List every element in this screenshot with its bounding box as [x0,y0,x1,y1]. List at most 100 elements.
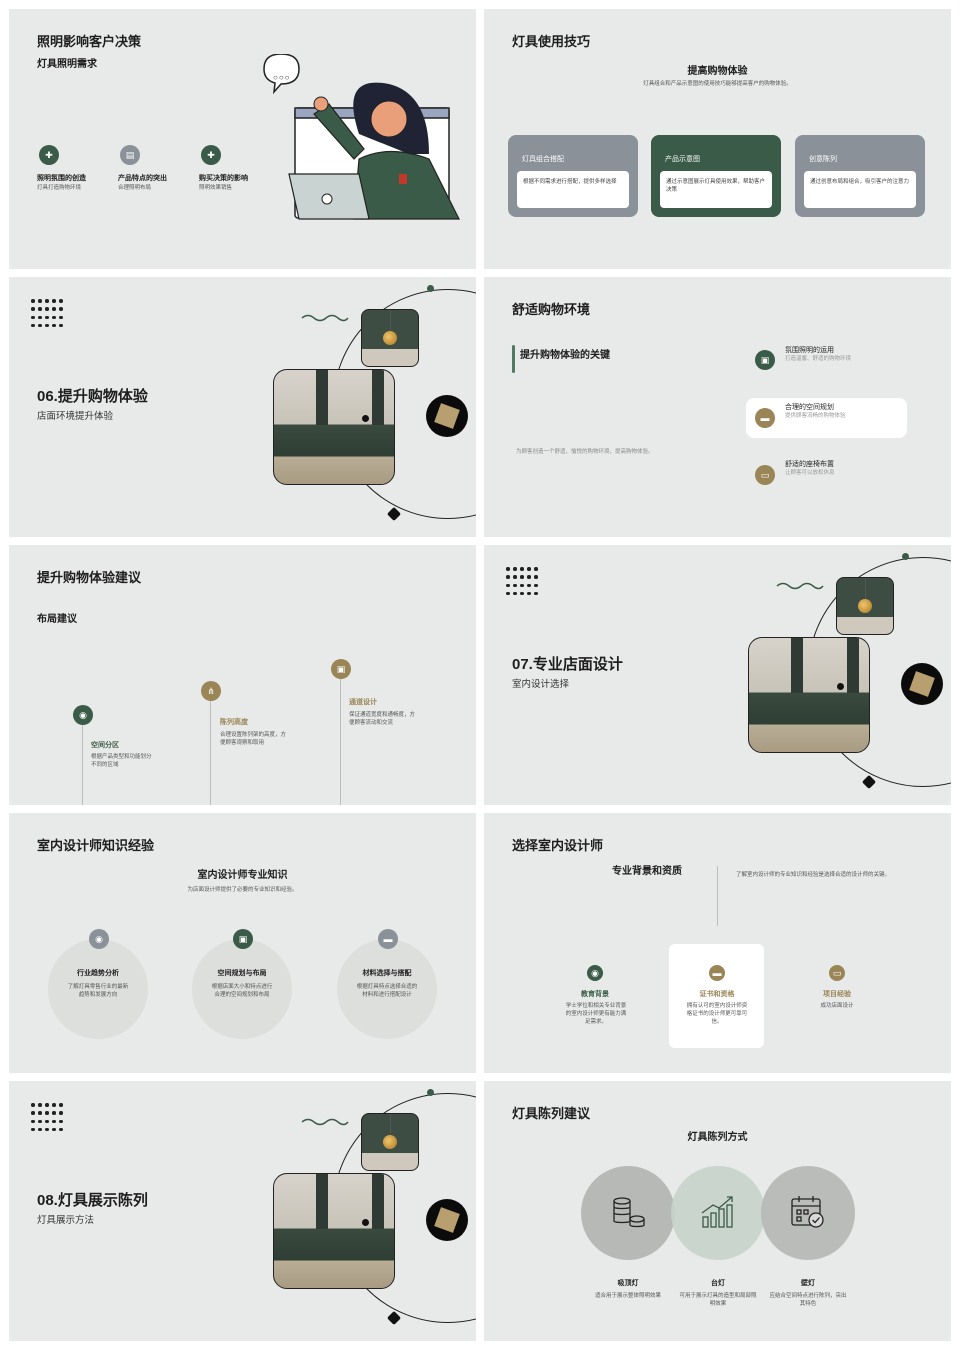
location-icon: ◉ [73,705,93,725]
item-title: 空间规划与布局 [217,970,267,977]
item-title: 项目经验 [823,991,851,998]
item-title: 舒适的座椅布置 [785,461,834,468]
card-title: 创意陈列 [809,156,837,163]
section-subtitle: 店面环境提升体验 [37,411,114,422]
dot-grid-decoration [506,567,538,597]
dot-grid-decoration [31,1103,63,1133]
circle-card [337,939,437,1039]
decor-dot [901,663,943,705]
section-heading: 灯具陈列方式 [687,1132,748,1143]
briefcase-icon: ▬ [755,408,775,428]
section-title: 06.提升购物体验 [37,388,148,405]
item-title: 行业趋势分析 [77,970,119,977]
wave-decoration [776,582,824,590]
slide-title: 选择室内设计师 [512,838,604,853]
item-title: 陈列高度 [220,719,248,726]
interior-room-photo [748,637,870,753]
item-title: 购买决策的影响 [199,175,248,182]
slide-subtitle: 布局建议 [37,614,77,625]
speech-bubble-text: ○○○ [273,73,291,82]
item-title: 台灯 [711,1280,725,1287]
slide-section-08: 08.灯具展示陈列 灯具展示方法 [9,1081,476,1341]
timeline-line [82,725,83,805]
section-desc: 为顾客创造一个舒适、愉悦的购物环境，提高购物体验。 [516,449,654,455]
wave-decoration [301,314,349,322]
item-desc: 照明效果销售 [199,185,233,191]
woman-laptop-illustration [263,54,460,220]
clipboard-icon: ▤ [120,145,140,165]
item-desc: 成功店面设计 [820,1003,854,1009]
slide-lamp-display: 灯具陈列建议 灯具陈列方式 吸顶灯 适合用于展示整体照明效果 台灯 可用于展示灯… [484,1081,951,1341]
slide-title: 舒适购物环境 [512,302,591,317]
section-title: 07.专业店面设计 [512,656,623,673]
briefcase-icon: ▬ [378,929,398,949]
card-title: 产品示意图 [665,156,700,163]
pendant-lamp-photo [361,1113,419,1171]
slide-title: 灯具使用技巧 [512,34,591,49]
item-desc: 提供顾客流畅的购物体验 [785,413,846,419]
coins-icon [613,1197,645,1228]
item-desc: 适合用于展示整体照明效果 [594,1293,661,1299]
item-desc: 拥有认可的室内设计师资格证书的设计师更可靠可信。 [686,1003,748,1025]
circle-ceiling-lamp [581,1166,675,1260]
decor-dot [426,395,468,437]
card-desc: 根据不同需求进行搭配，提供多样选择 [517,171,629,208]
pendant-lamp-photo [361,309,419,367]
card-lamp-combo: 灯具组合搭配 根据不同需求进行搭配，提供多样选择 [508,135,638,217]
slide-choose-designer: 选择室内设计师 专业背景和资质 了解室内设计师的专业知识和经验是选择合适的设计师… [484,813,951,1073]
item-title: 照明氛围的创造 [37,175,86,182]
item-desc: 了解灯具零售行业的最新趋势和发展方向 [67,984,129,998]
item-desc: 学士学位和相关专业背景的室内设计师更有能力满足需求。 [565,1003,627,1025]
item-desc: 根据灯具特点选择合适的材料和进行搭配设计 [356,984,418,998]
item-title: 通道设计 [349,699,377,706]
wave-decoration [301,1118,349,1126]
chat-icon: ▭ [829,965,845,981]
node-dot [427,285,434,292]
timeline-line [210,700,211,805]
section-heading: 提升购物体验的关键 [520,350,610,361]
image-icon: ▣ [331,659,351,679]
section-heading: 专业背景和资质 [612,866,682,877]
item-title: 氛围照明的运用 [785,347,834,354]
slide-subtitle: 灯具照明需求 [37,59,97,70]
slide-title: 提升购物体验建议 [37,570,142,585]
section-subtitle: 室内设计选择 [512,679,570,690]
item-title: 材料选择与搭配 [362,970,412,977]
location-icon: ◉ [89,929,109,949]
divider [717,866,718,926]
accent-bar [512,345,515,373]
circle-card [192,939,292,1039]
slide-designer-knowledge: 室内设计师知识经验 室内设计师专业知识 为店面设计师提供了必要的专业知识和经验。… [9,813,476,1073]
slide-title: 灯具陈列建议 [512,1106,591,1121]
node-dot [902,553,909,560]
item-desc: 根据产品类型和功能划分不同的区域 [91,754,152,768]
highlight-card [669,944,764,1048]
item-title: 壁灯 [801,1280,815,1287]
section-title: 08.灯具展示陈列 [37,1192,148,1209]
slide-title: 照明影响客户决策 [37,34,142,49]
calendar-check-icon [791,1196,824,1228]
chat-icon: ▭ [755,465,775,485]
item-title: 吸顶灯 [617,1280,639,1287]
card-title: 灯具组合搭配 [522,156,564,163]
item-desc: 保证通道宽度和通畅度，方便顾客流动和交流 [349,712,416,726]
growth-chart-icon [701,1196,733,1228]
briefcase-icon: ▬ [709,965,725,981]
slide-section-06: 06.提升购物体验 店面环境提升体验 [9,277,476,537]
section-subtitle: 灯具展示方法 [37,1215,95,1226]
slide-lighting-decision: 照明影响客户决策 灯具照明需求 ✚ 照明氛围的创造 灯具打造购物环境 ▤ 产品特… [9,9,476,269]
circle-desk-lamp [671,1166,765,1260]
item-desc: 根据店面大小和特点进行合理的空间规划和布局 [211,984,273,998]
item-desc: 合理设置陈列架的高度，方便顾客观察和取用 [220,732,287,746]
item-title: 教育背景 [581,991,609,998]
node-diamond [861,774,877,790]
item-title: 产品特点的突出 [118,175,167,182]
node-dot [362,415,369,422]
section-desc: 灯具组合和产品示意图的使用技巧能够提高客户的购物体验。 [643,81,792,87]
puzzle-icon: ✚ [39,145,59,165]
card-desc: 通过创意布局和组合，吸引客户的注意力 [804,171,916,208]
slide-comfortable-environment: 舒适购物环境 提升购物体验的关键 为顾客创造一个舒适、愉悦的购物环境，提高购物体… [484,277,951,537]
item-title: 合理的空间规划 [785,404,834,411]
section-heading: 提高购物体验 [687,66,748,77]
puzzle-icon: ✚ [201,145,221,165]
